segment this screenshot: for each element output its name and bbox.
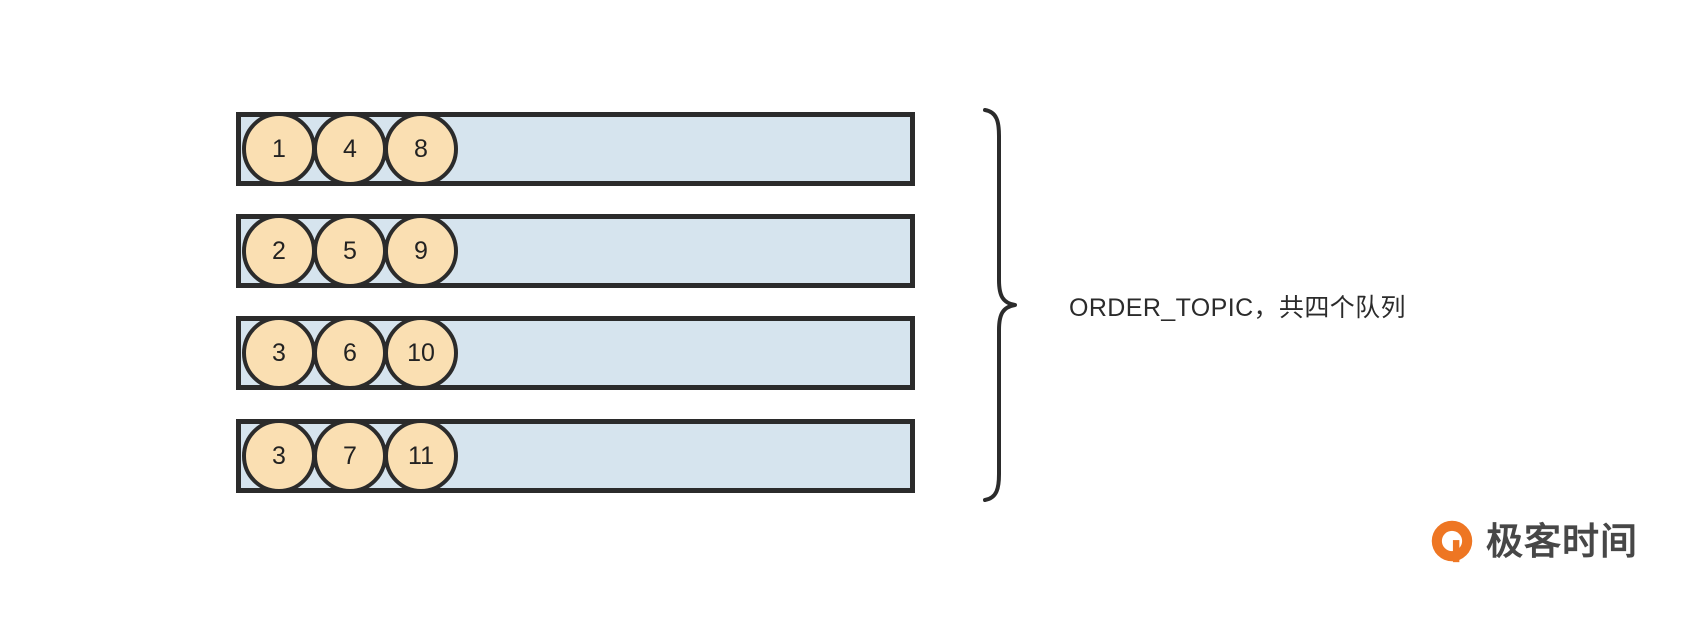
message-circle: 6 bbox=[313, 316, 387, 390]
queue-row: 3 6 10 bbox=[236, 316, 915, 390]
message-circle: 3 bbox=[242, 316, 316, 390]
message-circle: 11 bbox=[384, 419, 458, 493]
message-circle: 1 bbox=[242, 112, 316, 186]
right-curly-brace-icon bbox=[983, 108, 1017, 502]
message-circle: 9 bbox=[384, 214, 458, 288]
message-circle: 4 bbox=[313, 112, 387, 186]
message-circle: 10 bbox=[384, 316, 458, 390]
message-list: 2 5 9 bbox=[242, 214, 458, 288]
queue-row: 1 4 8 bbox=[236, 112, 915, 186]
brace-group bbox=[975, 100, 1035, 510]
message-circle: 2 bbox=[242, 214, 316, 288]
message-circle: 5 bbox=[313, 214, 387, 288]
brand-wordmark: 极客时间 bbox=[1486, 520, 1638, 562]
brand-logo: 极客时间 bbox=[1429, 518, 1638, 564]
geektime-logo-icon bbox=[1431, 520, 1473, 563]
queue-row: 2 5 9 bbox=[236, 214, 915, 288]
message-circle: 3 bbox=[242, 419, 316, 493]
message-circle: 7 bbox=[313, 419, 387, 493]
message-circle: 8 bbox=[384, 112, 458, 186]
message-list: 3 7 11 bbox=[242, 419, 458, 493]
queue-row: 3 7 11 bbox=[236, 419, 915, 493]
annotation-label: ORDER_TOPIC，共四个队列 bbox=[1069, 294, 1406, 322]
message-list: 1 4 8 bbox=[242, 112, 458, 186]
message-list: 3 6 10 bbox=[242, 316, 458, 390]
